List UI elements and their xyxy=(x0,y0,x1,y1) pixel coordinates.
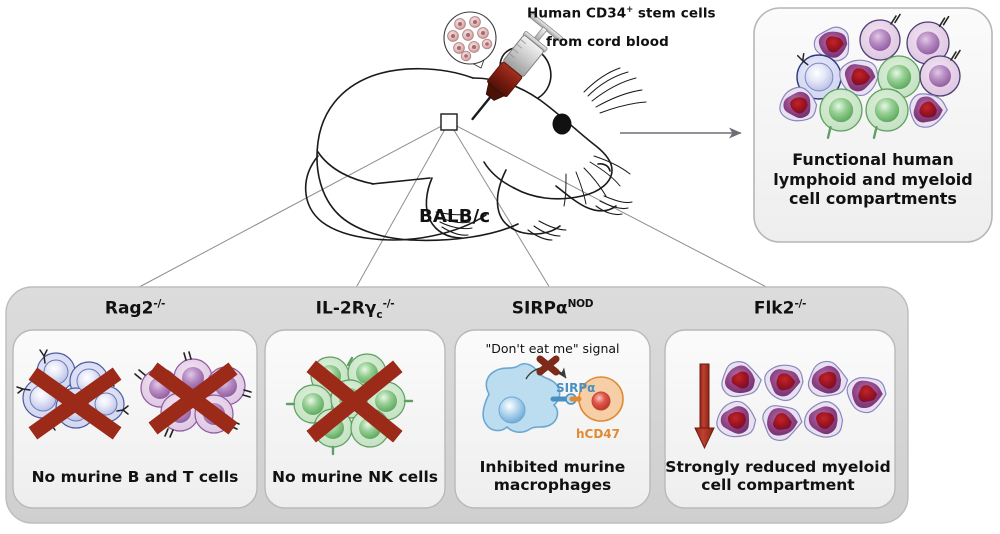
panel-caption-rag2: No murine B and T cells xyxy=(13,468,257,486)
nk-cell-nucleus xyxy=(874,97,900,123)
myeloid-nucleus xyxy=(851,68,871,86)
myeloid-nucleus xyxy=(790,97,808,114)
caption-line: cell compartment xyxy=(701,476,855,495)
caption-line: Inhibited murine xyxy=(479,458,626,476)
cross-mark-signal xyxy=(536,355,560,376)
panel-caption-il2rg: No murine NK cells xyxy=(265,468,445,486)
panel-title-flk2: Flk2-/- xyxy=(753,298,807,319)
panel-title-il2rg: IL-2Rγc-/- xyxy=(315,298,395,322)
myeloid-nucleus xyxy=(731,371,749,389)
caption-line: macrophages xyxy=(493,476,612,495)
cross-mark-t xyxy=(148,362,238,435)
myeloid-nucleus xyxy=(858,385,878,402)
myeloid-nucleus xyxy=(816,412,835,429)
syringe-illustration xyxy=(443,11,564,121)
tcr-icon xyxy=(890,13,901,25)
panel-flk2 xyxy=(664,329,896,509)
myeloid-nucleus xyxy=(773,413,792,430)
panel-il2rg xyxy=(264,329,446,509)
myeloid-nucleus xyxy=(919,101,937,118)
cd34-cells xyxy=(447,16,493,62)
myeloid-nucleus xyxy=(776,373,796,391)
result-caption-line1: Functional human xyxy=(792,150,954,169)
caption-line: No murine B and T cells xyxy=(31,468,239,486)
panel-rag2 xyxy=(12,329,258,509)
myeloid-nucleus xyxy=(818,371,837,389)
result-caption-line3: cell compartments xyxy=(789,189,957,209)
result-box-caption: Functional human lymphoid and myeloid ce… xyxy=(754,150,992,209)
injection-label-line2: from cord blood xyxy=(546,34,669,50)
tcr-icon xyxy=(938,15,950,27)
t-cell-nucleus xyxy=(869,29,891,51)
dont-eat-me-label: "Don't eat me" signal xyxy=(485,341,620,356)
engraftment-node xyxy=(440,113,458,131)
mouse-strain-label: BALB/c xyxy=(419,206,491,227)
t-cell-nucleus xyxy=(929,65,951,87)
nk-cell-nucleus xyxy=(828,97,854,123)
down-arrow-icon xyxy=(694,363,715,450)
t-cell-nucleus xyxy=(916,31,940,55)
myeloid-nucleus xyxy=(727,411,747,429)
cross-mark-nk xyxy=(306,360,403,443)
result-caption-line2: lymphoid and myeloid xyxy=(773,169,973,189)
nk-cell-nucleus xyxy=(886,64,912,90)
panel-title-sirpa: SIRPαNOD xyxy=(511,298,594,319)
injection-label-line1: Human CD34+ stem cells xyxy=(527,4,716,22)
tcr-icon xyxy=(950,49,961,61)
nk-receptor-icon xyxy=(826,126,832,139)
myeloid-nucleus xyxy=(825,36,844,53)
cross-mark-b xyxy=(28,367,122,440)
bcr-icon xyxy=(796,52,809,66)
panel-caption-sirpa: Inhibited murine macrophages xyxy=(455,458,650,495)
myeloid-cell-cluster xyxy=(716,360,887,442)
panel-title-rag2: Rag2-/- xyxy=(104,298,166,319)
b-cell-nucleus xyxy=(804,62,834,92)
nk-receptor-icon xyxy=(872,126,878,139)
hcd47-label: hCD47 xyxy=(576,427,621,441)
sirpa-label: SIRPα xyxy=(556,381,596,395)
hcd47-nucleus xyxy=(591,391,611,411)
panel-caption-flk2: Strongly reduced myeloid cell compartmen… xyxy=(663,458,893,495)
result-box xyxy=(753,7,993,243)
caption-line: Strongly reduced myeloid xyxy=(665,458,891,476)
panel-sirpa xyxy=(454,329,651,509)
macrophage-nucleus xyxy=(498,396,526,424)
caption-line: No murine NK cells xyxy=(271,468,439,486)
